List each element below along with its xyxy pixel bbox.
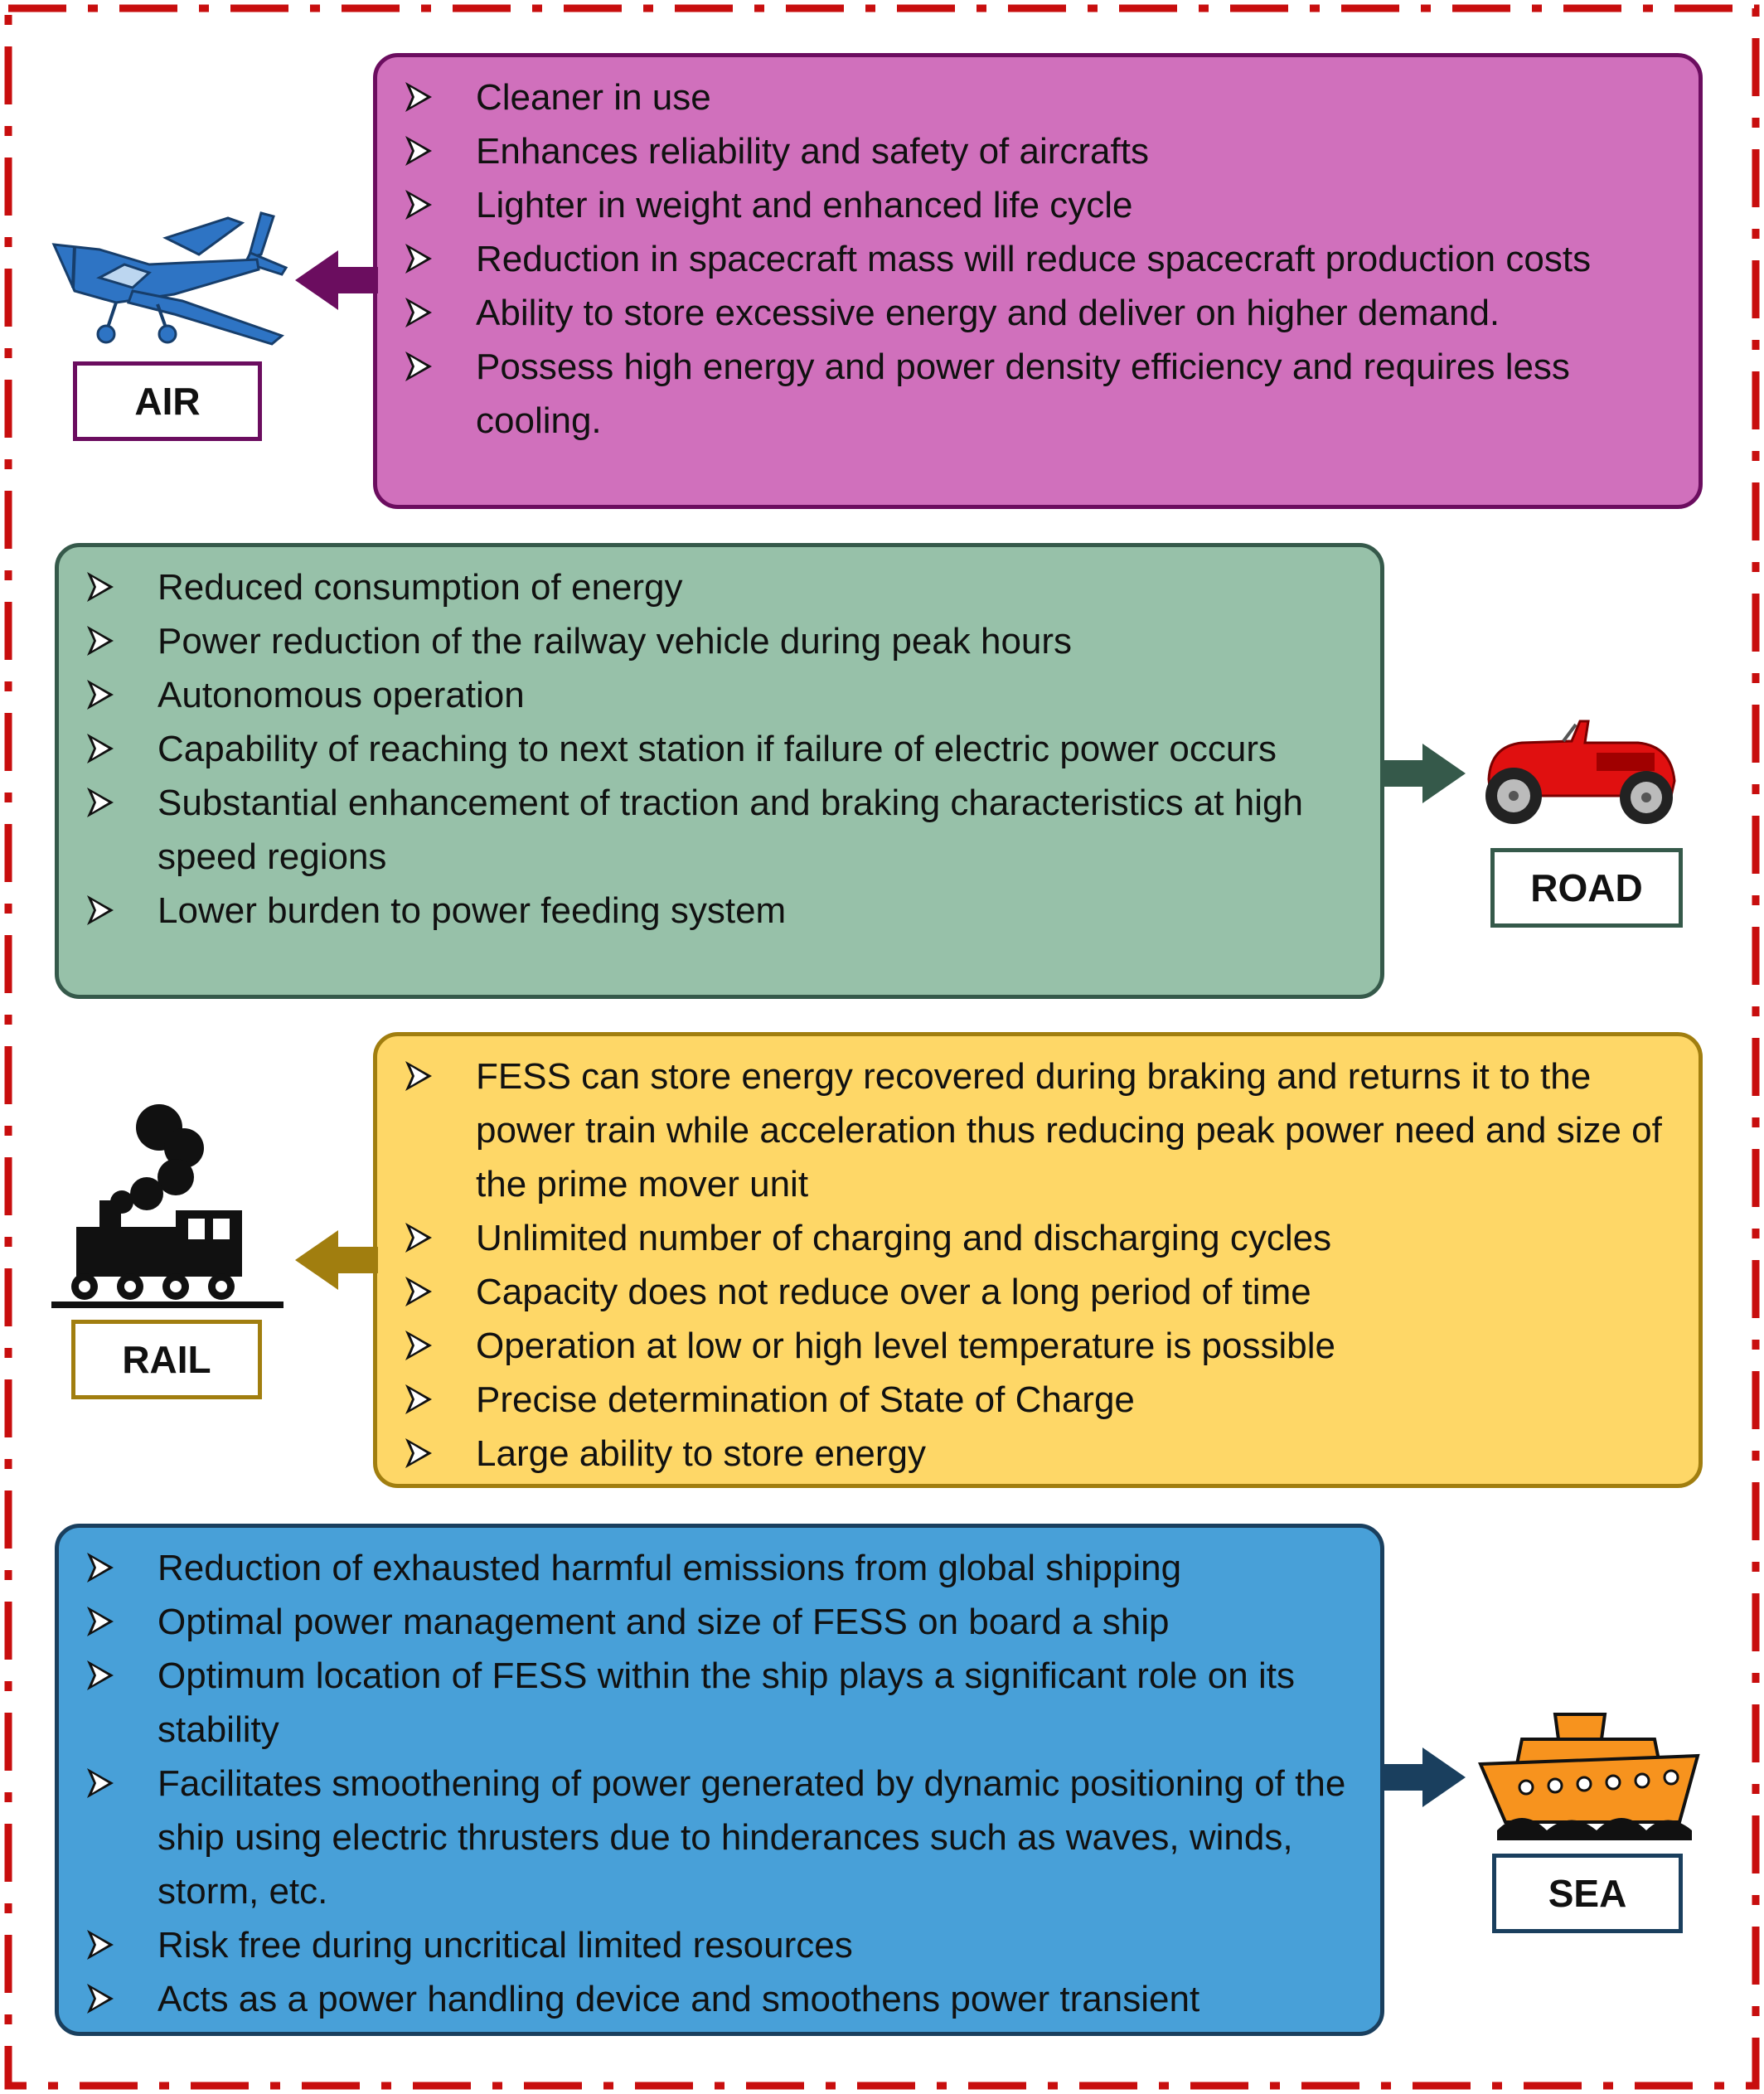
sea-benefit-text: Optimal power management and size of FES… xyxy=(158,1602,1170,1642)
rail-benefits-box: FESS can store energy recovered during b… xyxy=(373,1032,1703,1488)
air-benefit-text: Lighter in weight and enhanced life cycl… xyxy=(476,185,1133,225)
road-benefit-item: Reduced consumption of energy xyxy=(59,560,1380,614)
rail-label: RAIL xyxy=(71,1320,262,1399)
rail-benefit-text: Operation at low or high level temperatu… xyxy=(476,1326,1335,1366)
arrowhead-bullet-icon xyxy=(87,572,114,602)
steam-locomotive-icon xyxy=(51,1104,284,1308)
rail-benefit-text: FESS can store energy recovered during b… xyxy=(476,1056,1662,1205)
air-benefit-text: Enhances reliability and safety of aircr… xyxy=(476,131,1149,172)
rail-benefit-item: Large ability to store energy xyxy=(377,1427,1699,1481)
rail-benefit-text: Large ability to store energy xyxy=(476,1433,926,1474)
road-benefit-text: Power reduction of the railway vehicle d… xyxy=(158,621,1073,662)
road-benefit-item: Lower burden to power feeding system xyxy=(59,884,1380,938)
road-benefit-text: Autonomous operation xyxy=(158,675,525,715)
arrowhead-bullet-icon xyxy=(405,1384,432,1414)
arrowhead-bullet-icon xyxy=(87,1930,114,1960)
arrowhead-bullet-icon xyxy=(87,734,114,763)
rail-arrow xyxy=(295,1230,378,1290)
rail-benefit-item: Unlimited number of charging and dischar… xyxy=(377,1211,1699,1265)
sea-benefit-text: Reduction of exhausted harmful emissions… xyxy=(158,1548,1182,1588)
arrowhead-bullet-icon xyxy=(87,895,114,925)
road-benefit-text: Reduced consumption of energy xyxy=(158,567,683,608)
air-benefit-text: Ability to store excessive energy and de… xyxy=(476,293,1500,333)
arrowhead-bullet-icon xyxy=(405,1277,432,1306)
arrowhead-bullet-icon xyxy=(405,244,432,274)
air-benefit-item: Reduction in spacecraft mass will reduce… xyxy=(377,232,1699,286)
arrowhead-bullet-icon xyxy=(87,626,114,656)
rail-benefit-item: Precise determination of State of Charge xyxy=(377,1373,1699,1427)
airplane-icon xyxy=(51,211,288,346)
vintage-car-icon xyxy=(1485,720,1676,824)
air-benefit-text: Reduction in spacecraft mass will reduce… xyxy=(476,239,1592,279)
sea-benefit-item: Risk free during uncritical limited reso… xyxy=(59,1918,1380,1972)
sea-benefit-text: Risk free during uncritical limited reso… xyxy=(158,1925,853,1966)
arrowhead-bullet-icon xyxy=(87,788,114,817)
air-arrow xyxy=(295,250,378,310)
air-benefit-item: Ability to store excessive energy and de… xyxy=(377,286,1699,340)
arrowhead-bullet-icon xyxy=(87,1607,114,1636)
arrowhead-bullet-icon xyxy=(87,1984,114,2014)
arrowhead-bullet-icon xyxy=(87,680,114,710)
sea-arrow xyxy=(1383,1747,1466,1807)
arrowhead-bullet-icon xyxy=(405,1061,432,1091)
rail-benefit-item: Operation at low or high level temperatu… xyxy=(377,1319,1699,1373)
sea-label: SEA xyxy=(1492,1854,1683,1933)
sea-benefit-text: Acts as a power handling device and smoo… xyxy=(158,1979,1200,2019)
arrowhead-bullet-icon xyxy=(405,1331,432,1360)
air-benefit-item: Lighter in weight and enhanced life cycl… xyxy=(377,178,1699,232)
arrowhead-bullet-icon xyxy=(87,1660,114,1690)
road-benefit-item: Capability of reaching to next station i… xyxy=(59,722,1380,776)
road-benefit-text: Lower burden to power feeding system xyxy=(158,890,787,931)
arrowhead-bullet-icon xyxy=(405,136,432,166)
road-arrow xyxy=(1383,744,1466,803)
sea-benefit-item: Optimum location of FESS within the ship… xyxy=(59,1649,1380,1757)
road-label: ROAD xyxy=(1490,848,1683,928)
air-benefit-item: Possess high energy and power density ef… xyxy=(377,340,1699,448)
rail-benefit-text: Precise determination of State of Charge xyxy=(476,1379,1135,1420)
arrowhead-bullet-icon xyxy=(405,351,432,381)
sea-benefit-item: Reduction of exhausted harmful emissions… xyxy=(59,1541,1380,1595)
rail-benefit-item: Capacity does not reduce over a long per… xyxy=(377,1265,1699,1319)
sea-benefit-item: Acts as a power handling device and smoo… xyxy=(59,1972,1380,2026)
arrowhead-bullet-icon xyxy=(87,1553,114,1583)
air-benefit-item: Enhances reliability and safety of aircr… xyxy=(377,124,1699,178)
sea-benefit-item: Facilitates smoothening of power generat… xyxy=(59,1757,1380,1918)
arrowhead-bullet-icon xyxy=(87,1768,114,1798)
cruise-ship-icon xyxy=(1478,1713,1700,1840)
air-label: AIR xyxy=(73,361,262,441)
sea-benefit-text: Facilitates smoothening of power generat… xyxy=(158,1763,1346,1912)
rail-benefits-list: FESS can store energy recovered during b… xyxy=(377,1049,1699,1481)
arrowhead-bullet-icon xyxy=(405,190,432,220)
arrowhead-bullet-icon xyxy=(405,1223,432,1253)
air-benefit-text: Possess high energy and power density ef… xyxy=(476,347,1570,441)
road-benefit-text: Capability of reaching to next station i… xyxy=(158,729,1277,769)
air-benefit-item: Cleaner in use xyxy=(377,70,1699,124)
sea-benefits-box: Reduction of exhausted harmful emissions… xyxy=(55,1524,1384,2036)
sea-benefits-list: Reduction of exhausted harmful emissions… xyxy=(59,1541,1380,2026)
arrowhead-bullet-icon xyxy=(405,82,432,112)
road-benefit-item: Substantial enhancement of traction and … xyxy=(59,776,1380,884)
air-benefit-text: Cleaner in use xyxy=(476,77,711,118)
road-benefit-text: Substantial enhancement of traction and … xyxy=(158,783,1303,877)
rail-benefit-item: FESS can store energy recovered during b… xyxy=(377,1049,1699,1211)
rail-benefit-text: Unlimited number of charging and dischar… xyxy=(476,1218,1332,1258)
road-benefit-item: Autonomous operation xyxy=(59,668,1380,722)
sea-benefit-text: Optimum location of FESS within the ship… xyxy=(158,1655,1295,1750)
sea-benefit-item: Optimal power management and size of FES… xyxy=(59,1595,1380,1649)
arrowhead-bullet-icon xyxy=(405,298,432,327)
rail-benefit-text: Capacity does not reduce over a long per… xyxy=(476,1272,1311,1312)
arrowhead-bullet-icon xyxy=(405,1438,432,1468)
road-benefit-item: Power reduction of the railway vehicle d… xyxy=(59,614,1380,668)
